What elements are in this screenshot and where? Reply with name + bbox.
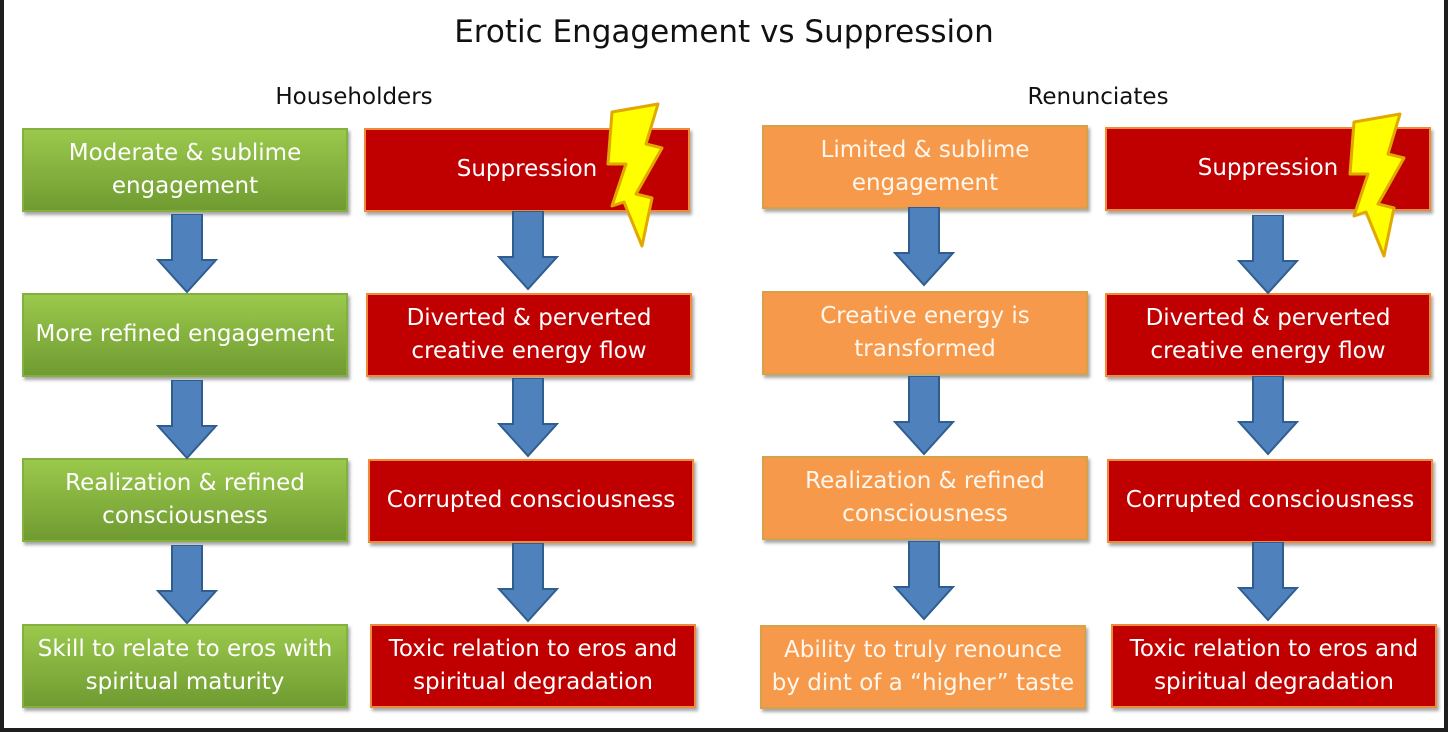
down-arrow-icon (497, 378, 559, 458)
down-arrow-icon (893, 207, 955, 287)
householders-suppression-step-4: Toxic relation to eros and spiritual deg… (370, 624, 696, 708)
down-arrow-icon (1237, 376, 1299, 456)
lightning-bolt-icon (606, 102, 664, 248)
householders-suppression-step-2: Diverted & perverted creative energy flo… (366, 293, 692, 377)
renunciates-suppression-step-4: Toxic relation to eros and spiritual deg… (1111, 624, 1437, 708)
renunciates-engagement-step-3: Realization & refined consciousness (762, 456, 1088, 540)
householders-heading: Householders (275, 84, 433, 110)
householders-engagement-step-3: Realization & refined consciousness (22, 458, 348, 542)
renunciates-engagement-step-1: Limited & sublime engagement (762, 125, 1088, 209)
householders-engagement-step-1: Moderate & sublime engagement (22, 128, 348, 212)
down-arrow-icon (156, 380, 218, 460)
down-arrow-icon (1237, 542, 1299, 622)
householders-suppression-step-3: Corrupted consciousness (368, 459, 694, 543)
householders-engagement-step-2: More refined engagement (22, 293, 348, 377)
down-arrow-icon (156, 545, 218, 625)
down-arrow-icon (893, 376, 955, 456)
renunciates-engagement-step-4: Ability to truly renounce by dint of a “… (760, 625, 1086, 709)
down-arrow-icon (156, 214, 218, 294)
down-arrow-icon (1237, 215, 1299, 295)
down-arrow-icon (497, 211, 559, 291)
diagram-title: Erotic Engagement vs Suppression (454, 14, 994, 50)
renunciates-engagement-step-2: Creative energy is transformed (762, 291, 1088, 375)
renunciates-suppression-step-2: Diverted & perverted creative energy flo… (1105, 293, 1431, 377)
slide: Erotic Engagement vs Suppression Househo… (4, 0, 1444, 728)
renunciates-heading: Renunciates (1027, 84, 1169, 110)
down-arrow-icon (893, 541, 955, 621)
renunciates-suppression-step-3: Corrupted consciousness (1107, 459, 1433, 543)
down-arrow-icon (497, 543, 559, 623)
lightning-bolt-icon (1348, 112, 1406, 258)
householders-engagement-step-4: Skill to relate to eros with spiritual m… (22, 624, 348, 708)
